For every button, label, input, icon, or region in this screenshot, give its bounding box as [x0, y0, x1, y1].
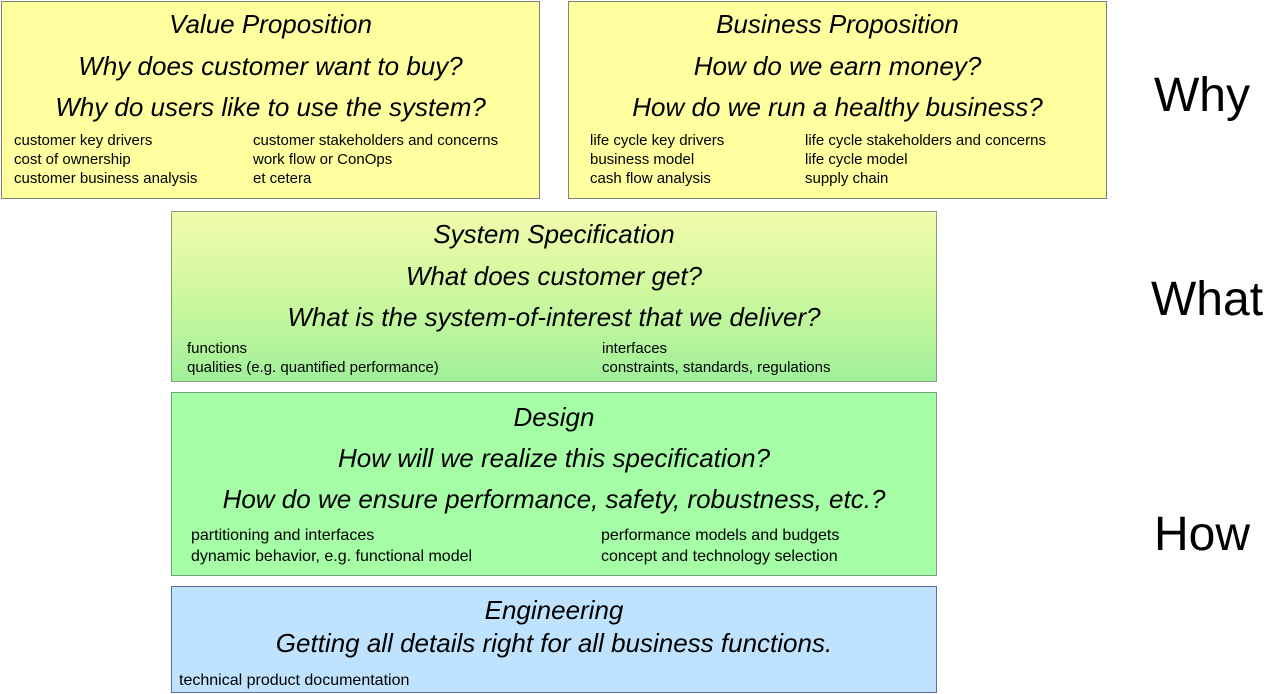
list-item: dynamic behavior, e.g. functional model	[191, 548, 473, 565]
list-item: cost of ownership	[14, 151, 131, 168]
list-item: life cycle key drivers	[590, 132, 725, 149]
list-item: functions	[187, 340, 248, 357]
list-item: concept and technology selection	[601, 548, 838, 565]
system-specification-right-list: interfaces constraints, standards, regul…	[602, 339, 830, 377]
design-question-1: How will we realize this specification?	[337, 443, 771, 473]
value-proposition-right-list: customer stakeholders and concerns work …	[253, 131, 498, 188]
business-proposition-question-1: How do we earn money?	[693, 51, 982, 81]
system-specification-title: System Specification	[433, 219, 675, 249]
value-proposition-question-2: Why do users like to use the system?	[55, 92, 486, 122]
list-item: customer business analysis	[14, 170, 198, 187]
list-item: supply chain	[805, 170, 889, 187]
design-right-list: performance models and budgets concept a…	[601, 525, 839, 567]
list-item: constraints, standards, regulations	[602, 359, 831, 376]
value-proposition-title: Value Proposition	[169, 9, 372, 39]
list-item: et cetera	[253, 170, 312, 187]
system-specification-question-1: What does customer get?	[405, 261, 703, 291]
design-box: Design How will we realize this specific…	[171, 392, 937, 576]
design-left-list: partitioning and interfaces dynamic beha…	[191, 525, 472, 567]
list-item: interfaces	[602, 340, 668, 357]
list-item: cash flow analysis	[590, 170, 711, 187]
list-item: qualities (e.g. quantified performance)	[187, 359, 439, 376]
list-item: life cycle stakeholders and concerns	[805, 132, 1046, 149]
business-proposition-right-list: life cycle stakeholders and concerns lif…	[805, 131, 1046, 188]
why-label: Why	[1154, 69, 1250, 122]
value-proposition-box: Value Proposition Why does customer want…	[1, 1, 540, 199]
engineering-title: Engineering	[484, 595, 624, 625]
list-item: customer stakeholders and concerns	[253, 132, 499, 149]
design-title: Design	[513, 402, 595, 432]
what-label: What	[1151, 273, 1264, 326]
system-specification-question-2: What is the system-of-interest that we d…	[287, 302, 821, 332]
list-item: work flow or ConOps	[253, 151, 393, 168]
business-proposition-box: Business Proposition How do we earn mone…	[568, 1, 1107, 199]
list-item: business model	[590, 151, 695, 168]
value-proposition-question-1: Why does customer want to buy?	[78, 51, 463, 81]
list-item: performance models and budgets	[601, 527, 840, 544]
value-proposition-left-list: customer key drivers cost of ownership c…	[14, 131, 197, 188]
business-proposition-title: Business Proposition	[716, 9, 959, 39]
system-specification-left-list: functions qualities (e.g. quantified per…	[187, 339, 439, 377]
list-item: life cycle model	[805, 151, 908, 168]
system-specification-box: System Specification What does customer …	[171, 211, 937, 382]
list-item: partitioning and interfaces	[191, 527, 375, 544]
list-item: customer key drivers	[14, 132, 153, 149]
how-label: How	[1154, 508, 1251, 561]
design-question-2: How do we ensure performance, safety, ro…	[222, 484, 886, 514]
engineering-list: technical product documentation	[179, 670, 409, 691]
business-proposition-left-list: life cycle key drivers business model ca…	[590, 131, 724, 188]
engineering-statement: Getting all details right for all busine…	[275, 628, 833, 658]
engineering-box: Engineering Getting all details right fo…	[171, 586, 937, 693]
list-item: technical product documentation	[179, 672, 410, 689]
business-proposition-question-2: How do we run a healthy business?	[632, 92, 1043, 122]
